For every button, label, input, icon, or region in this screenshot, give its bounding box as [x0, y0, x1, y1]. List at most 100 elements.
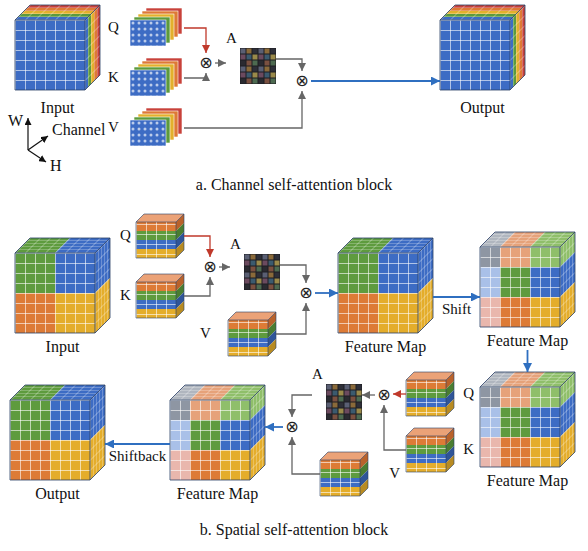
- axis-arrow: [27, 118, 28, 150]
- flow-arrow: [362, 394, 375, 395]
- axis-label: Channel: [52, 121, 105, 139]
- flow-arrow: [393, 393, 406, 394]
- output-tensor-node: Output: [10, 385, 105, 503]
- node-label: K: [463, 441, 474, 458]
- axis-arrow: [28, 150, 46, 162]
- node-label: Feature Map: [345, 338, 426, 356]
- axis-label: H: [50, 157, 62, 175]
- value-tensor: [130, 108, 182, 146]
- figure-caption: b. Spatial self-attention block: [200, 521, 388, 539]
- input-tensor: [15, 238, 110, 333]
- input-tensor-node: Input: [15, 238, 110, 356]
- output-tensor: [10, 385, 105, 480]
- feature-tensor: [338, 238, 433, 333]
- axis-label: Channel: [52, 121, 105, 139]
- axis-arrow: [28, 136, 48, 150]
- figure-caption: b. Spatial self-attention block: [200, 521, 388, 539]
- key-node: K: [108, 57, 184, 99]
- node-label: A: [312, 366, 323, 383]
- node-label: Input: [41, 99, 75, 117]
- flow-arrow: [276, 59, 302, 71]
- node-label: A: [230, 236, 241, 253]
- flow-arrow: [384, 405, 406, 450]
- flow-arrow: [292, 437, 320, 474]
- value-tensor: [228, 312, 276, 356]
- attention-map: [326, 384, 362, 420]
- node-label: K: [120, 287, 131, 304]
- input-tensor-node: Input: [15, 5, 100, 117]
- flow-arrow: [184, 277, 210, 296]
- matmul-operator: ⊗: [293, 71, 311, 91]
- flow-arrow: [311, 80, 440, 82]
- flow-arrow: [433, 296, 480, 298]
- edge-label-holder: Shiftback: [107, 448, 169, 465]
- key-node: K: [120, 274, 184, 318]
- feature-map-node: Feature Map: [170, 385, 265, 503]
- flow-arrow: [292, 395, 312, 417]
- flow-arrow: [219, 266, 230, 267]
- shifted-tensor: [480, 232, 575, 327]
- node-label: A: [226, 30, 237, 47]
- node-label: ⊗: [199, 54, 212, 72]
- node-label: ⊗: [285, 418, 298, 436]
- flow-arrow: [184, 28, 206, 53]
- shifted-tensor: [170, 385, 265, 480]
- matmul-operator: ⊗: [297, 283, 315, 303]
- node-label: Output: [35, 485, 79, 503]
- axis-label: W: [8, 112, 23, 130]
- feature-map-node: Feature Map: [338, 238, 433, 356]
- node-label: V: [389, 465, 400, 482]
- output-tensor: [440, 5, 525, 90]
- value-node: V: [200, 312, 276, 356]
- attention-map: [240, 48, 276, 84]
- flow-arrow: [184, 73, 206, 78]
- node-label: ⊗: [299, 284, 312, 302]
- node-label: Feature Map: [487, 472, 568, 490]
- node-label: Input: [46, 338, 80, 356]
- key-tensor: [406, 428, 454, 472]
- query-node: Q: [406, 372, 474, 416]
- edge-label: Shift: [440, 301, 473, 318]
- matmul-operator: ⊗: [375, 385, 393, 405]
- matmul-operator: ⊗: [283, 417, 301, 437]
- edge-label-holder: Shift: [440, 301, 473, 318]
- key-tensor: [130, 58, 182, 96]
- value-node: V: [108, 107, 184, 149]
- node-label: ⊗: [203, 258, 216, 276]
- node-label: Q: [108, 19, 119, 36]
- matmul-operator: ⊗: [201, 257, 219, 277]
- node-label: Output: [460, 99, 504, 117]
- flow-arrow: [276, 303, 306, 334]
- node-label: K: [108, 69, 119, 86]
- output-tensor-node: Output: [440, 5, 525, 117]
- node-label: V: [200, 325, 211, 342]
- query-tensor: [130, 8, 182, 46]
- node-label: ⊗: [377, 386, 390, 404]
- attention-node: A: [230, 236, 280, 294]
- query-node: Q: [120, 214, 184, 258]
- query-tensor: [406, 372, 454, 416]
- shifted-tensor: [480, 372, 575, 467]
- flow-arrow: [215, 62, 226, 63]
- flow-arrow: [315, 292, 338, 294]
- flow-arrow: [184, 236, 210, 257]
- attention-node: A: [226, 30, 276, 88]
- attention-map: [244, 254, 280, 290]
- attention-node: A: [312, 366, 362, 424]
- key-node: K: [406, 428, 474, 472]
- node-label: ⊗: [295, 72, 308, 90]
- figure-caption: a. Channel self-attention block: [196, 176, 392, 194]
- value-node: V: [320, 452, 400, 496]
- feature-map-node: Feature Map: [480, 372, 575, 490]
- flow-arrow: [527, 350, 529, 372]
- edge-label: Shiftback: [107, 448, 169, 465]
- input-tensor: [15, 5, 100, 90]
- node-label: Q: [463, 385, 474, 402]
- figure-caption: a. Channel self-attention block: [196, 176, 392, 194]
- value-tensor: [320, 452, 368, 496]
- matmul-operator: ⊗: [197, 53, 215, 73]
- flow-arrow: [105, 443, 170, 445]
- query-tensor: [136, 214, 184, 258]
